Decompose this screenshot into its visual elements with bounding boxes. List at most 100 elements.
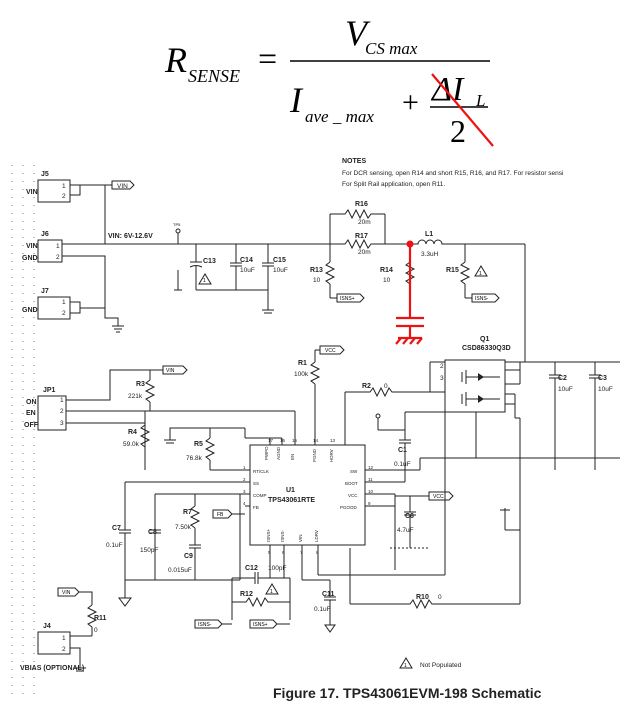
resistor-r4: R4 59.0k xyxy=(123,411,151,448)
resistor-r1: VCC R1 100k xyxy=(294,345,345,440)
svg-text:C9: C9 xyxy=(184,553,193,560)
svg-text:SW: SW xyxy=(350,469,358,474)
svg-text:C7: C7 xyxy=(112,525,121,532)
eq-two: 2 xyxy=(450,113,466,149)
svg-text:ISNS-: ISNS- xyxy=(475,296,489,302)
svg-text:11: 11 xyxy=(368,477,373,482)
svg-text:VCC: VCC xyxy=(348,493,358,498)
svg-text:100k: 100k xyxy=(294,371,309,378)
capacitor-c8: C8 150pF xyxy=(140,493,245,580)
capacitor-c15: C15 10uF xyxy=(196,244,288,314)
isns-flags-bottom: ISNS- ISNS+ xyxy=(194,619,290,629)
svg-text:C13: C13 xyxy=(203,258,216,265)
svg-text:0.015uF: 0.015uF xyxy=(168,567,192,574)
svg-text:Q1: Q1 xyxy=(480,336,489,343)
svg-text:R1: R1 xyxy=(298,360,307,367)
svg-text:COMP: COMP xyxy=(253,493,267,498)
svg-text:4.7uF: 4.7uF xyxy=(397,527,414,534)
svg-text:20m: 20m xyxy=(358,249,371,256)
svg-text:ISNS-: ISNS- xyxy=(198,622,212,628)
svg-text:7.50k: 7.50k xyxy=(175,524,192,531)
resistor-r13: R13 10 ISNS+ xyxy=(310,244,365,303)
svg-text:R4: R4 xyxy=(128,429,137,436)
svg-text:VCC: VCC xyxy=(433,494,444,500)
eq-strike-line xyxy=(431,73,494,147)
svg-text:FB: FB xyxy=(217,512,224,518)
svg-text:9: 9 xyxy=(368,501,371,506)
svg-text:17: 17 xyxy=(268,438,274,443)
capacitor-c9: C9 0.015uF xyxy=(125,494,241,581)
svg-text:R10: R10 xyxy=(416,594,429,601)
svg-text:R15: R15 xyxy=(446,267,459,274)
capacitor-c13: C13 1 xyxy=(189,244,216,290)
svg-text:ISNS+: ISNS+ xyxy=(340,296,355,302)
svg-text:0.1uF: 0.1uF xyxy=(394,461,411,468)
capacitor-c14: C14 10uF xyxy=(230,244,255,290)
svg-text:2: 2 xyxy=(62,646,66,653)
svg-text:R14: R14 xyxy=(380,267,393,274)
svg-text:ISNS+: ISNS+ xyxy=(253,622,268,628)
svg-text:R13: R13 xyxy=(310,267,323,274)
notes-line1: For DCR sensing, open R14 and short R15,… xyxy=(342,170,563,177)
capacitor-c12: C12 100pF 1 xyxy=(232,565,290,595)
input-rail: VIN: 6V-12.6V TP5 xyxy=(105,222,330,291)
svg-text:C8: C8 xyxy=(148,529,157,536)
eq-i: I xyxy=(289,80,304,120)
svg-text:VIN: 6V-12.6V: VIN: 6V-12.6V xyxy=(108,233,153,240)
svg-text:GND: GND xyxy=(22,307,38,314)
eq-r: R xyxy=(164,40,187,80)
connector-j6: J6 VIN GND 1 2 xyxy=(22,231,106,318)
resistor-r7: R7 7.50k xyxy=(175,494,201,545)
svg-text:ON: ON xyxy=(26,399,37,406)
svg-text:C3: C3 xyxy=(598,375,607,382)
svg-text:C1: C1 xyxy=(398,447,407,454)
svg-text:0: 0 xyxy=(384,383,388,390)
svg-text:10uF: 10uF xyxy=(558,386,573,393)
svg-text:J5: J5 xyxy=(41,171,49,178)
red-annotation-cap xyxy=(395,240,424,345)
svg-text:J4: J4 xyxy=(43,623,51,630)
svg-text:C15: C15 xyxy=(273,257,286,264)
svg-text:TP5: TP5 xyxy=(173,222,181,227)
svg-text:R11: R11 xyxy=(94,615,107,622)
svg-text:C2: C2 xyxy=(558,375,567,382)
svg-text:AGND: AGND xyxy=(276,446,281,460)
resistor-r17: R17 20m xyxy=(330,233,385,256)
svg-text:C12: C12 xyxy=(245,565,258,572)
resistor-r15: R15 1 ISNS- xyxy=(446,244,500,303)
svg-text:10uF: 10uF xyxy=(598,386,613,393)
eq-v-sub: CS max xyxy=(365,39,418,58)
svg-text:10: 10 xyxy=(313,277,321,284)
svg-text:1: 1 xyxy=(62,635,66,642)
svg-text:2: 2 xyxy=(62,193,66,200)
svg-text:SS: SS xyxy=(253,481,259,486)
svg-text:76.8k: 76.8k xyxy=(186,455,203,462)
svg-text:1: 1 xyxy=(203,278,206,284)
rsense-equation: R SENSE = V CS max I ave _ max + ΔI L 2 xyxy=(164,13,494,149)
svg-text:1: 1 xyxy=(243,465,246,470)
svg-text:12: 12 xyxy=(368,465,374,470)
svg-text:16: 16 xyxy=(280,438,286,443)
capacitor-c6: VCC C6 4.7uF xyxy=(318,412,521,576)
svg-text:R16: R16 xyxy=(355,201,368,208)
fb-flag: FB xyxy=(212,509,245,519)
svg-text:2: 2 xyxy=(56,254,60,261)
svg-text:2: 2 xyxy=(62,310,66,317)
svg-text:4: 4 xyxy=(243,501,246,506)
notes-title: NOTES xyxy=(342,158,366,165)
svg-text:10: 10 xyxy=(368,489,374,494)
svg-text:Not Populated: Not Populated xyxy=(420,662,462,669)
connector-j4: VIN R11 0 J4 1 2 VBIAS (OPTIONAL) xyxy=(20,587,107,672)
svg-text:R3: R3 xyxy=(136,381,145,388)
svg-text:0.1uF: 0.1uF xyxy=(106,542,123,549)
svg-text:GND: GND xyxy=(22,255,38,262)
eq-i-sub: ave _ max xyxy=(305,107,374,126)
svg-text:BOOT: BOOT xyxy=(345,481,358,486)
svg-text:2: 2 xyxy=(243,477,246,482)
svg-text:FB: FB xyxy=(253,505,259,510)
eq-delta-i-sub: L xyxy=(475,91,485,110)
svg-text:2: 2 xyxy=(60,408,64,415)
svg-text:3: 3 xyxy=(243,489,246,494)
svg-text:0: 0 xyxy=(438,594,442,601)
